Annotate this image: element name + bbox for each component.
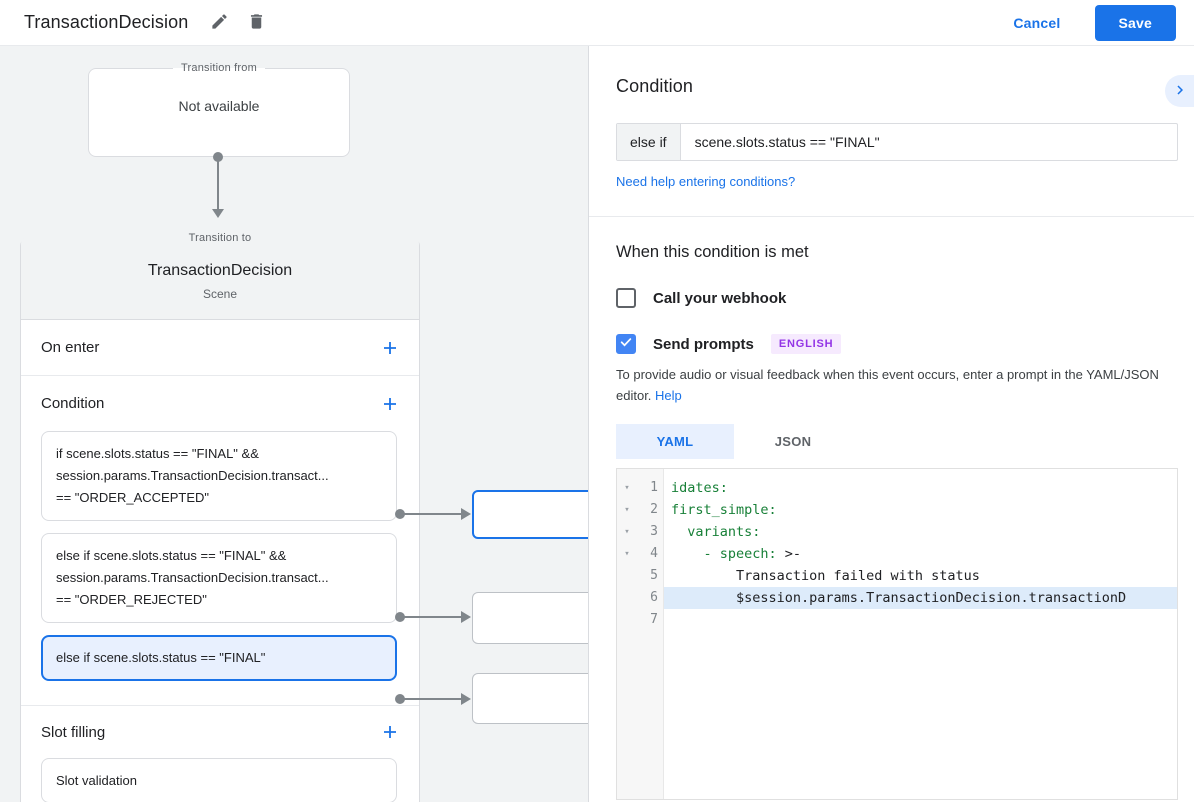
tab-json[interactable]: JSON [774, 434, 812, 450]
code-text: Transaction failed with status [671, 568, 980, 585]
transition-from-box: Transition from Not available [88, 62, 350, 157]
editor-gutter [617, 469, 664, 800]
code-line[interactable]: 6 $session.params.TransactionDecision.tr… [617, 587, 1177, 610]
fold-spacer [617, 609, 637, 631]
code-line[interactable]: 7 [617, 609, 1177, 631]
scene-subtitle: Scene [202, 287, 238, 301]
slot-filling-label: Slot filling [41, 723, 106, 741]
arrowhead-down-icon [212, 209, 224, 218]
add-condition-button[interactable] [381, 395, 399, 413]
fold-arrow-icon[interactable]: ▾ [624, 483, 630, 494]
scene-title: TransactionDecision [147, 262, 293, 279]
collapse-panel-button[interactable] [1165, 75, 1194, 107]
transition-to-card: Transition to TransactionDecision Scene … [20, 232, 420, 802]
connector-line [217, 157, 219, 209]
transition-from-value: Not available [178, 98, 260, 114]
add-on-enter-button[interactable] [381, 339, 399, 357]
save-button[interactable]: Save [1094, 4, 1176, 41]
condition-input-row: else if [616, 123, 1178, 161]
line-number: 7 [650, 612, 658, 628]
slot-filling-row: Slot filling [21, 706, 419, 758]
code-line[interactable]: ▾ 2 first_simple: [617, 499, 1177, 521]
webhook-checkbox[interactable] [616, 288, 636, 308]
scene-header: TransactionDecision Scene [21, 236, 419, 320]
pencil-icon [210, 12, 229, 34]
condition-prefix: else if [617, 124, 681, 160]
code-text: - speech: >- [703, 546, 802, 563]
fold-spacer [617, 587, 637, 609]
prompt-description-text: To provide audio or visual feedback when… [616, 367, 1159, 403]
code-text: first_simple: [671, 502, 777, 519]
line-number: 6 [650, 590, 658, 606]
condition-card[interactable]: if scene.slots.status == "FINAL" &&sessi… [41, 431, 397, 521]
cancel-button[interactable]: Cancel [1013, 14, 1061, 31]
trash-icon [247, 12, 266, 34]
transition-target-box[interactable] [472, 673, 588, 724]
condition-cards: if scene.slots.status == "FINAL" &&sessi… [21, 431, 419, 681]
checkmark-icon [619, 335, 633, 354]
condition-input[interactable] [680, 124, 1177, 160]
yaml-code-editor[interactable]: ▾ 1 idates: ▾ 2 first_simple: ▾ 3 variants: ▾ 4 -… [616, 468, 1178, 801]
scene-flow-canvas: Transition from Not available Transition… [0, 46, 588, 802]
add-slot-button[interactable] [381, 723, 399, 741]
help-link[interactable]: Help [655, 387, 682, 403]
condition-help-link[interactable]: Need help entering conditions? [616, 174, 796, 189]
line-number: 4 [650, 546, 658, 562]
top-bar: TransactionDecision Cancel Save [0, 0, 1194, 46]
fold-arrow-icon[interactable]: ▾ [624, 527, 630, 538]
when-condition-heading: When this condition is met [616, 243, 809, 261]
condition-card[interactable]: else if scene.slots.status == "FINAL" [41, 635, 397, 681]
code-line[interactable]: ▾ 4 - speech: >- [617, 543, 1177, 565]
tab-yaml[interactable]: YAML [616, 424, 734, 460]
editor-tabs: YAML JSON [616, 424, 1178, 460]
on-enter-label: On enter [41, 339, 100, 356]
transition-to-legend: Transition to [188, 232, 252, 244]
divider [589, 216, 1194, 217]
slot-validation-card[interactable]: Slot validation [41, 758, 397, 802]
send-prompts-checkbox[interactable] [616, 334, 636, 354]
condition-label: Condition [41, 395, 105, 412]
connector-line [400, 698, 462, 700]
arrowhead-right-icon [461, 611, 471, 623]
connector-line [400, 513, 462, 515]
line-number: 2 [650, 502, 658, 518]
panel-heading: Condition [616, 76, 693, 96]
arrowhead-right-icon [461, 693, 471, 705]
transition-target-box[interactable] [472, 592, 588, 644]
line-number: 1 [650, 480, 658, 496]
send-prompts-label: Send prompts [653, 335, 754, 353]
fold-spacer [617, 565, 637, 587]
divider [21, 705, 419, 706]
fold-arrow-icon[interactable]: ▾ [624, 549, 630, 560]
line-number: 5 [650, 568, 658, 584]
connector-line [400, 616, 462, 618]
webhook-row: Call your webhook [616, 288, 1178, 308]
code-text: variants: [687, 524, 761, 541]
transition-from-legend: Transition from [181, 62, 257, 74]
code-lines: ▾ 1 idates: ▾ 2 first_simple: ▾ 3 variants: ▾ 4 -… [617, 469, 1177, 631]
language-badge: ENGLISH [770, 334, 842, 354]
webhook-label: Call your webhook [653, 289, 787, 307]
delete-scene-button[interactable] [247, 12, 266, 34]
edit-title-button[interactable] [210, 12, 229, 34]
code-line[interactable]: 5 Transaction failed with status [617, 565, 1177, 587]
condition-card[interactable]: else if scene.slots.status == "FINAL" &&… [41, 533, 397, 623]
code-text: idates: [671, 480, 728, 497]
on-enter-row[interactable]: On enter [21, 320, 419, 375]
code-line[interactable]: ▾ 3 variants: [617, 521, 1177, 543]
line-number: 3 [650, 524, 658, 540]
transition-target-box[interactable] [472, 490, 588, 539]
divider [21, 375, 419, 376]
chevron-right-icon [1171, 81, 1189, 102]
code-text [664, 609, 1177, 631]
fold-arrow-icon[interactable]: ▾ [624, 505, 630, 516]
condition-row: Condition [21, 376, 419, 431]
code-line[interactable]: ▾ 1 idates: [617, 477, 1177, 499]
arrowhead-right-icon [461, 508, 471, 520]
page-title: TransactionDecision [24, 12, 189, 32]
code-text: $session.params.TransactionDecision.tran… [664, 587, 1177, 610]
send-prompts-row: Send prompts ENGLISH [616, 334, 1178, 354]
prompt-description: To provide audio or visual feedback when… [616, 365, 1178, 406]
condition-detail-panel: Condition else if Need help entering con… [588, 46, 1194, 802]
